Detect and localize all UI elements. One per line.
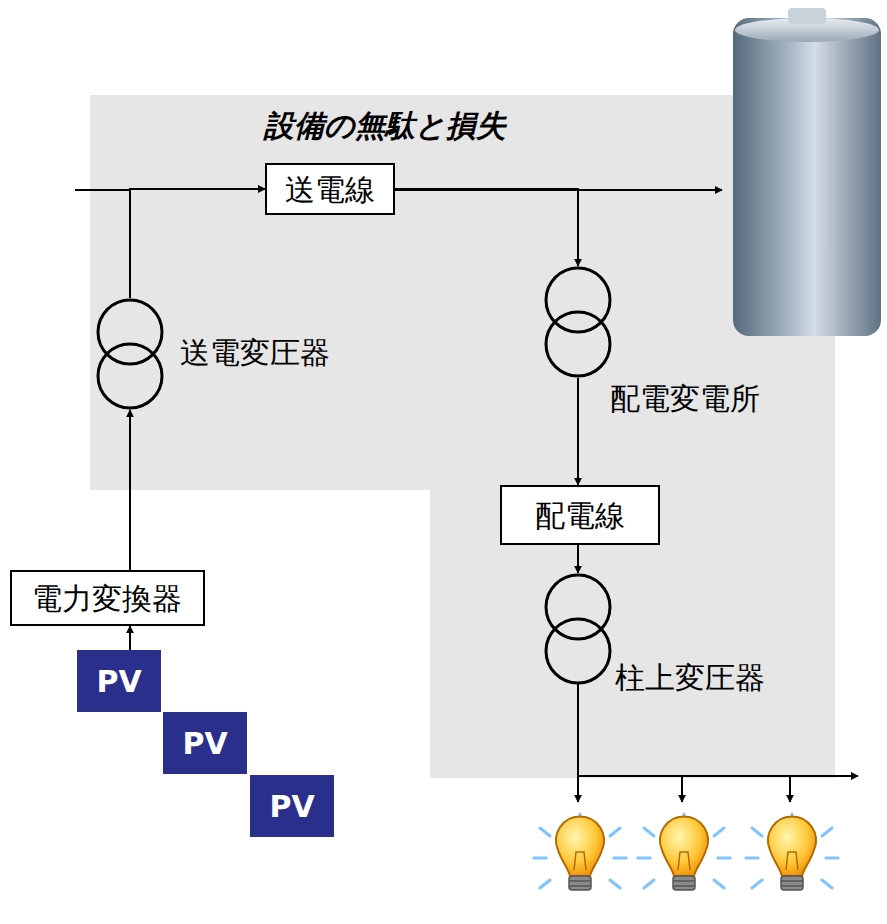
line-box: 送電線 [265,163,395,215]
node-label: PV [96,665,141,698]
node-label: PV [269,790,314,823]
transformer-label: 柱上変圧器 [615,661,765,694]
pv-panel: PV [77,650,161,712]
node-label: 電力変換器 [32,582,182,615]
flow-arrow [395,189,578,266]
grey-region [90,95,835,778]
node-label: PV [182,727,227,760]
converter-box: 電力変換器 [10,570,205,626]
transformer: 配電変電所 [543,266,613,378]
light-bulb [534,814,626,890]
light-bulb [746,814,838,890]
flow-arrow [577,378,579,485]
light-bulb [638,814,730,890]
transformer-label: 送電変圧器 [180,336,330,369]
transformer: 柱上変圧器 [543,573,613,685]
line-box: 配電線 [500,485,660,545]
flow-arrow [130,189,265,298]
pv-panel: PV [163,712,247,774]
flow-arrow [129,626,131,650]
flow-arrow [129,410,131,570]
transformer-label: 配電変電所 [610,382,760,415]
transformer-symbol [95,298,165,410]
transformer-symbol [543,573,613,685]
pv-panel: PV [250,775,334,837]
feed-line [75,189,130,191]
battery-illustration [733,8,881,336]
node-label: 配電線 [535,499,625,532]
transformer-symbol [543,266,613,378]
flow-arrow [577,545,579,573]
region-caption: 設備の無駄と損失 [264,106,506,147]
transformer: 送電変圧器 [95,298,165,410]
node-label: 送電線 [285,173,375,206]
load-lines [578,683,858,802]
